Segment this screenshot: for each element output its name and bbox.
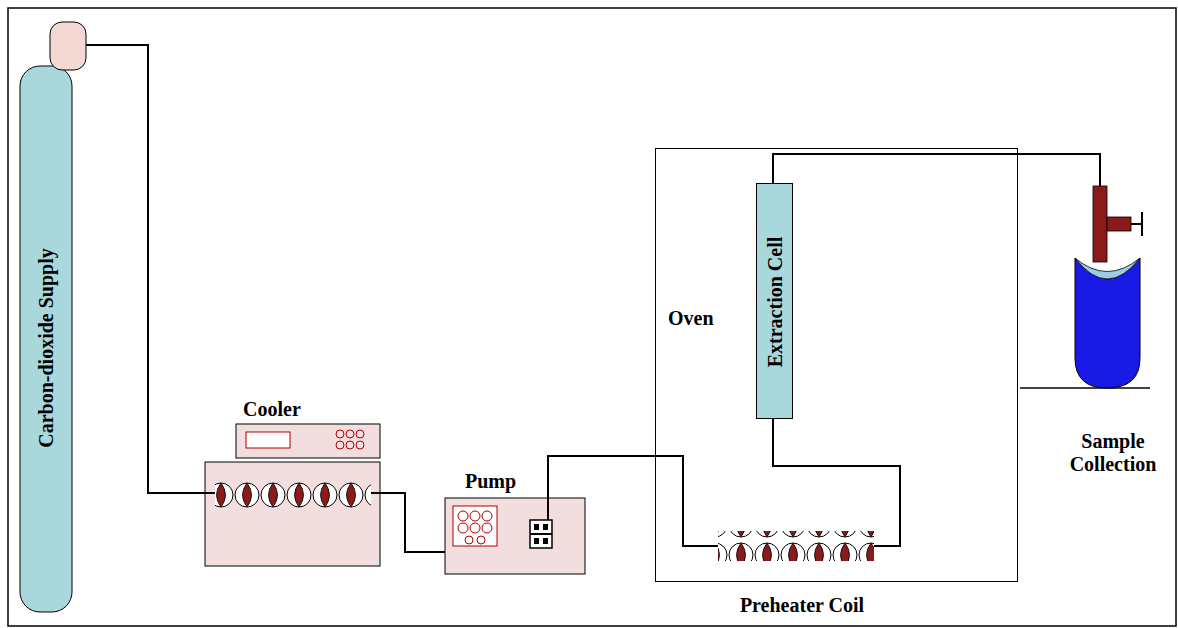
pipe-connector (383, 493, 443, 552)
pipe-connector (88, 45, 203, 493)
cylinder-body (20, 66, 72, 612)
oven: Extraction CellOven (655, 148, 1018, 582)
pump-head (530, 533, 552, 535)
node-label: Extraction Cell (763, 237, 786, 368)
pump-head (543, 524, 548, 530)
node-label: Cooler (243, 398, 301, 421)
node-label: Pump (465, 470, 516, 493)
pump-head (543, 538, 548, 544)
preheater-coil: Preheater Coil (712, 528, 892, 618)
pipe (86, 44, 88, 46)
node-label: Preheater Coil (712, 594, 892, 617)
bench-line (1020, 387, 1150, 389)
sample-collection: Sample Collection (1052, 168, 1174, 490)
pipe-connector (773, 419, 900, 546)
cooler-bath (205, 462, 380, 566)
pump-panel (453, 506, 497, 546)
extraction-cell: Extraction Cell (756, 183, 793, 419)
pump-head (534, 538, 539, 544)
pipe (203, 492, 215, 494)
buttons (336, 430, 364, 449)
pump-buttons (458, 511, 492, 544)
gas-cylinder: Carbon-dioxide Supply (18, 18, 88, 614)
collection-vessel (1075, 258, 1140, 388)
node-label: Sample Collection (1052, 430, 1174, 476)
cylinder-valve (50, 22, 86, 70)
pipe (874, 545, 892, 547)
cooling-coil (215, 478, 371, 508)
preheater-coil-windings (718, 531, 874, 561)
frame (8, 8, 1176, 626)
node-label: Carbon-dioxide Supply (35, 248, 58, 448)
vessel-mouth (1075, 258, 1140, 279)
pipe (1099, 168, 1101, 186)
pump: Pump (443, 468, 587, 576)
pipe (712, 545, 718, 547)
collection-valve (1093, 186, 1107, 262)
cooler-controller (236, 424, 380, 458)
pipe-connector (773, 154, 1100, 183)
node-label: Oven (668, 307, 714, 330)
pump-head (534, 524, 539, 530)
pipe (547, 468, 549, 520)
pump-box (445, 498, 585, 574)
pipe (443, 551, 445, 553)
pipe (371, 492, 383, 494)
pump-head (530, 520, 552, 548)
valve-handle (1131, 223, 1142, 225)
collection-valve (1107, 217, 1131, 231)
display (246, 432, 290, 448)
pipe-connector (548, 456, 712, 546)
cooler: Cooler (203, 396, 383, 568)
valve-handle (1141, 212, 1143, 236)
